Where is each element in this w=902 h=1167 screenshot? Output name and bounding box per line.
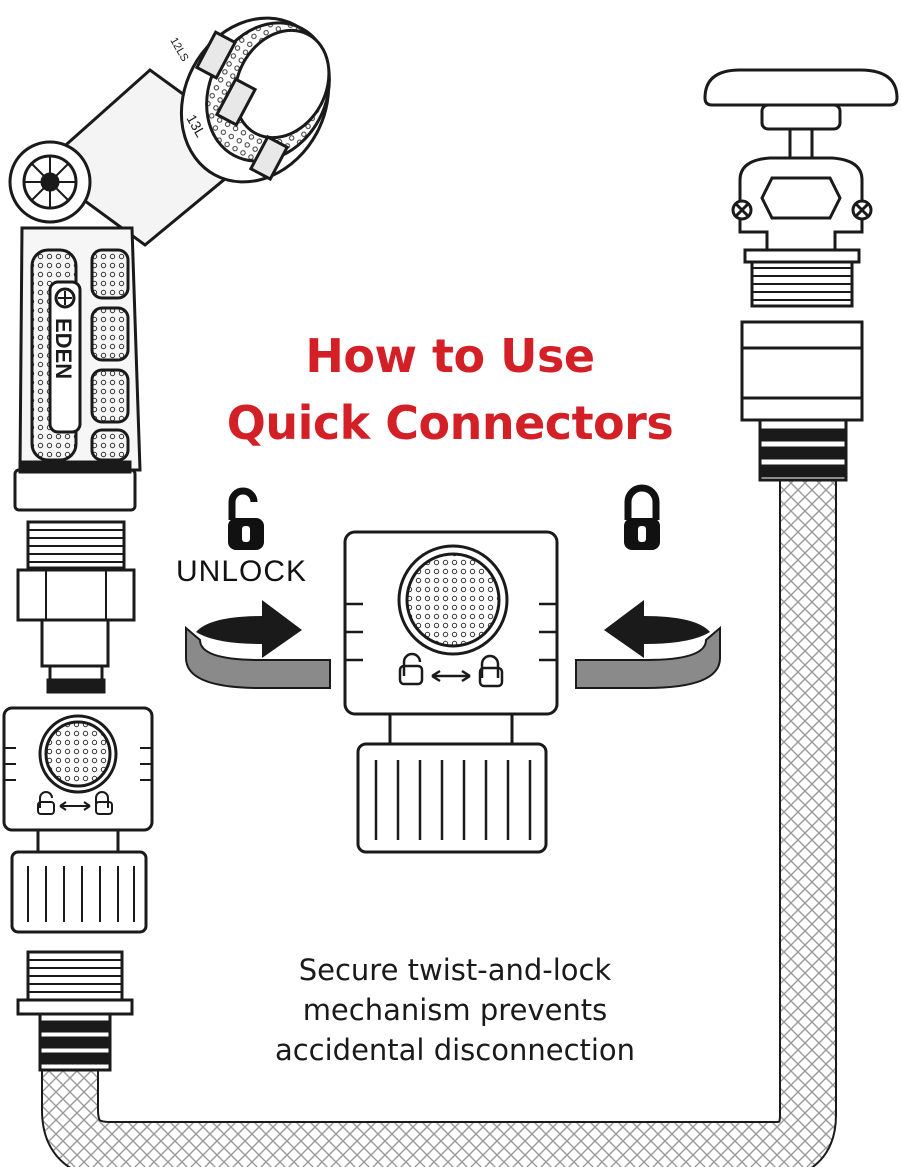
water-faucet: [703, 68, 899, 308]
quick-connector-center: [343, 530, 559, 854]
spray-nozzle: 13L 12LS EDEN: [8, 16, 331, 512]
unlock-label: UNLOCK: [176, 555, 308, 588]
caption-line-2: mechanism prevents: [302, 993, 608, 1027]
hose-male-end: [16, 950, 134, 1072]
unlocked-padlock-icon: [228, 487, 264, 550]
brand-logo-text: EDEN: [51, 318, 76, 379]
unlock-lock-indicator-small: [37, 791, 113, 815]
rotate-counterclockwise-arrow-icon: [575, 600, 721, 689]
dial-label-12ls: 12LS: [167, 36, 190, 64]
title-line-2: Quick Connectors: [226, 396, 674, 450]
quick-connector-small: [2, 706, 154, 934]
caption-line-1: Secure twist-and-lock: [298, 953, 612, 987]
unlock-lock-indicator-center: [398, 652, 504, 688]
caption: Secure twist-and-lock mechanism prevents…: [220, 950, 690, 1070]
garden-hose: [41, 480, 837, 1167]
title-line-1: How to Use: [305, 329, 595, 383]
rotate-clockwise-arrow-icon: [185, 600, 331, 689]
hose-female-fitting: [740, 320, 864, 482]
caption-line-3: accidental disconnection: [274, 1033, 636, 1067]
male-quick-adapter: [16, 520, 136, 694]
locked-padlock-icon: [624, 484, 660, 550]
